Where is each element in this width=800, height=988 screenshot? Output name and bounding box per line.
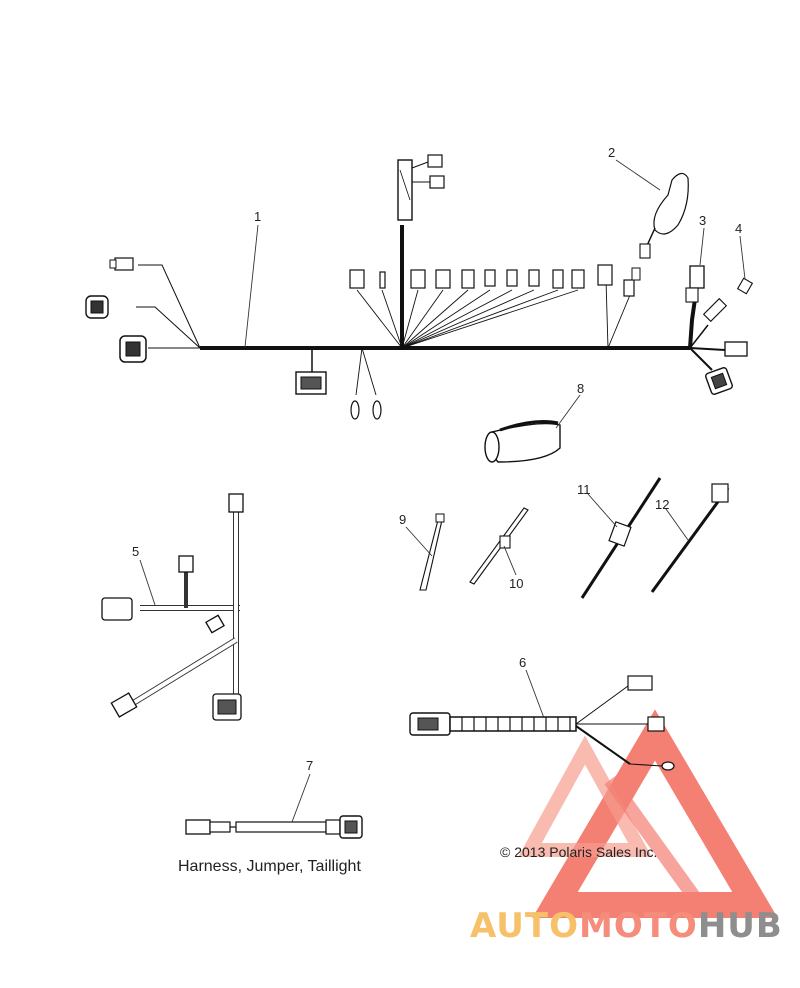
- callout-12: 12: [655, 497, 669, 512]
- parts-9-12-ties: [419, 477, 730, 599]
- part-2-fuse-holder: [639, 172, 689, 259]
- part-8-conduit: [484, 420, 561, 463]
- callout-9: 9: [399, 512, 406, 527]
- diagram-caption: Harness, Jumper, Taillight: [178, 858, 361, 875]
- callout-10: 10: [509, 576, 523, 591]
- callout-5: 5: [132, 544, 139, 559]
- watermark-part-hub: HUB: [697, 906, 783, 946]
- callout-6: 6: [519, 655, 526, 670]
- leader-lines: [139, 159, 746, 823]
- part-5-sub-harness: [101, 493, 244, 721]
- part-6-harness: [409, 675, 675, 771]
- callout-4: 4: [735, 221, 742, 236]
- main-harness: [85, 154, 754, 420]
- callout-8: 8: [577, 381, 584, 396]
- callout-3: 3: [699, 213, 706, 228]
- callouts: 1 2 3 4 5 6 7 8 9 10 11 12: [132, 145, 742, 773]
- watermark-logo: [518, 709, 778, 918]
- callout-7: 7: [306, 758, 313, 773]
- callout-1: 1: [254, 209, 261, 224]
- callout-11: 11: [577, 482, 591, 497]
- part-7-jumper: [185, 815, 363, 839]
- watermark-part-moto: MOTO: [578, 906, 698, 946]
- watermark-part-auto: AUTO: [470, 906, 579, 946]
- callout-2: 2: [608, 145, 615, 160]
- watermark-text: AUTOMOTOHUB: [470, 906, 783, 946]
- copyright-notice: © 2013 Polaris Sales Inc.: [500, 844, 658, 860]
